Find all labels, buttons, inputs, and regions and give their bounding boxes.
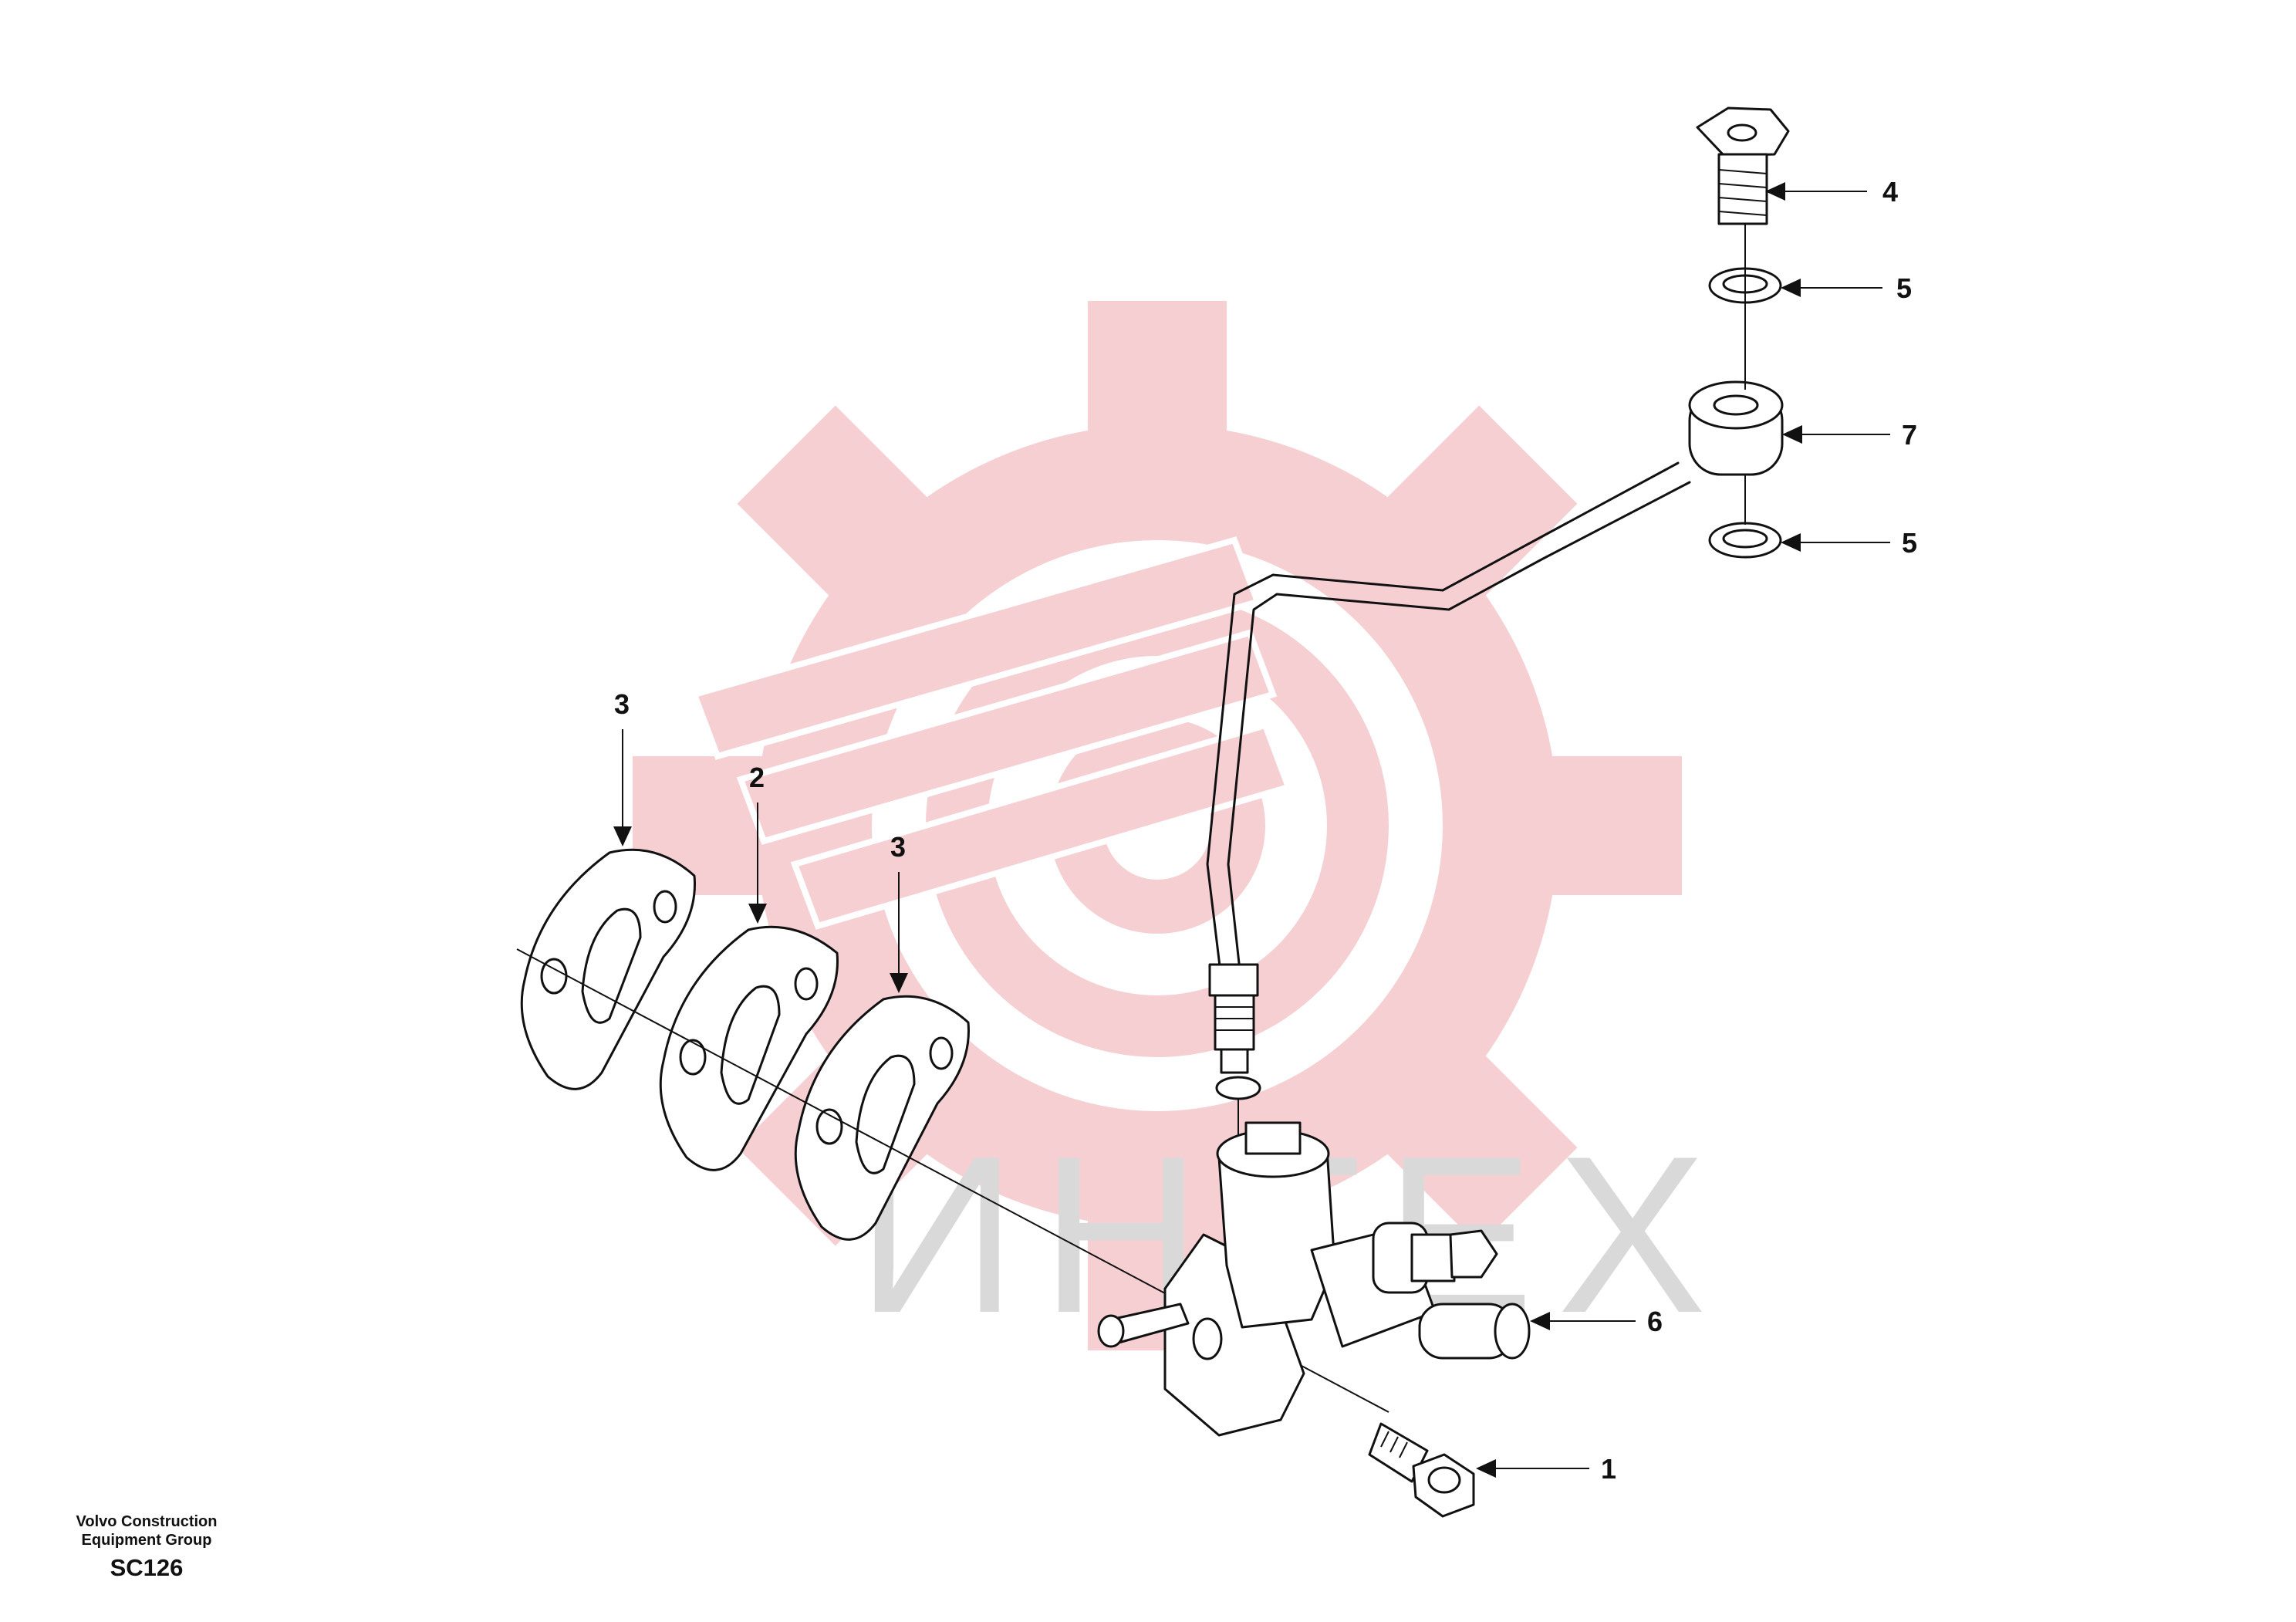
- callout-2: 2: [749, 762, 765, 793]
- callout-arrows: [613, 182, 1890, 1478]
- callout-6: 6: [1647, 1306, 1663, 1337]
- callout-5-upper: 5: [1896, 272, 1912, 304]
- banjo-bolt-part-4: [1696, 106, 1790, 225]
- banjo-fitting-part-7: [1688, 380, 1784, 476]
- callout-7: 7: [1902, 419, 1917, 451]
- callout-5-lower: 5: [1902, 527, 1917, 559]
- diagram-code: SC126: [110, 1554, 184, 1581]
- callout-3-left: 3: [614, 688, 630, 720]
- bolt-part-1: [1368, 1422, 1475, 1518]
- callout-1: 1: [1601, 1453, 1616, 1485]
- callout-3-right: 3: [890, 831, 906, 863]
- pipe-nut-fitting: [1208, 963, 1261, 1100]
- gasket-part-2: [659, 925, 839, 1171]
- fuel-feed-pump-part-6: [1097, 1121, 1531, 1437]
- callout-4: 4: [1882, 176, 1898, 208]
- fuel-pipe: [1206, 461, 1691, 993]
- gasket-part-3-right: [794, 995, 970, 1241]
- washer-part-5-lower: [1708, 522, 1782, 559]
- gasket-part-3-left: [520, 848, 696, 1090]
- company-name-line-1: Volvo Construction: [76, 1513, 218, 1530]
- footer-credit: Volvo Construction Equipment Group SC126: [46, 1512, 247, 1583]
- company-name-line-2: Equipment Group: [81, 1532, 212, 1549]
